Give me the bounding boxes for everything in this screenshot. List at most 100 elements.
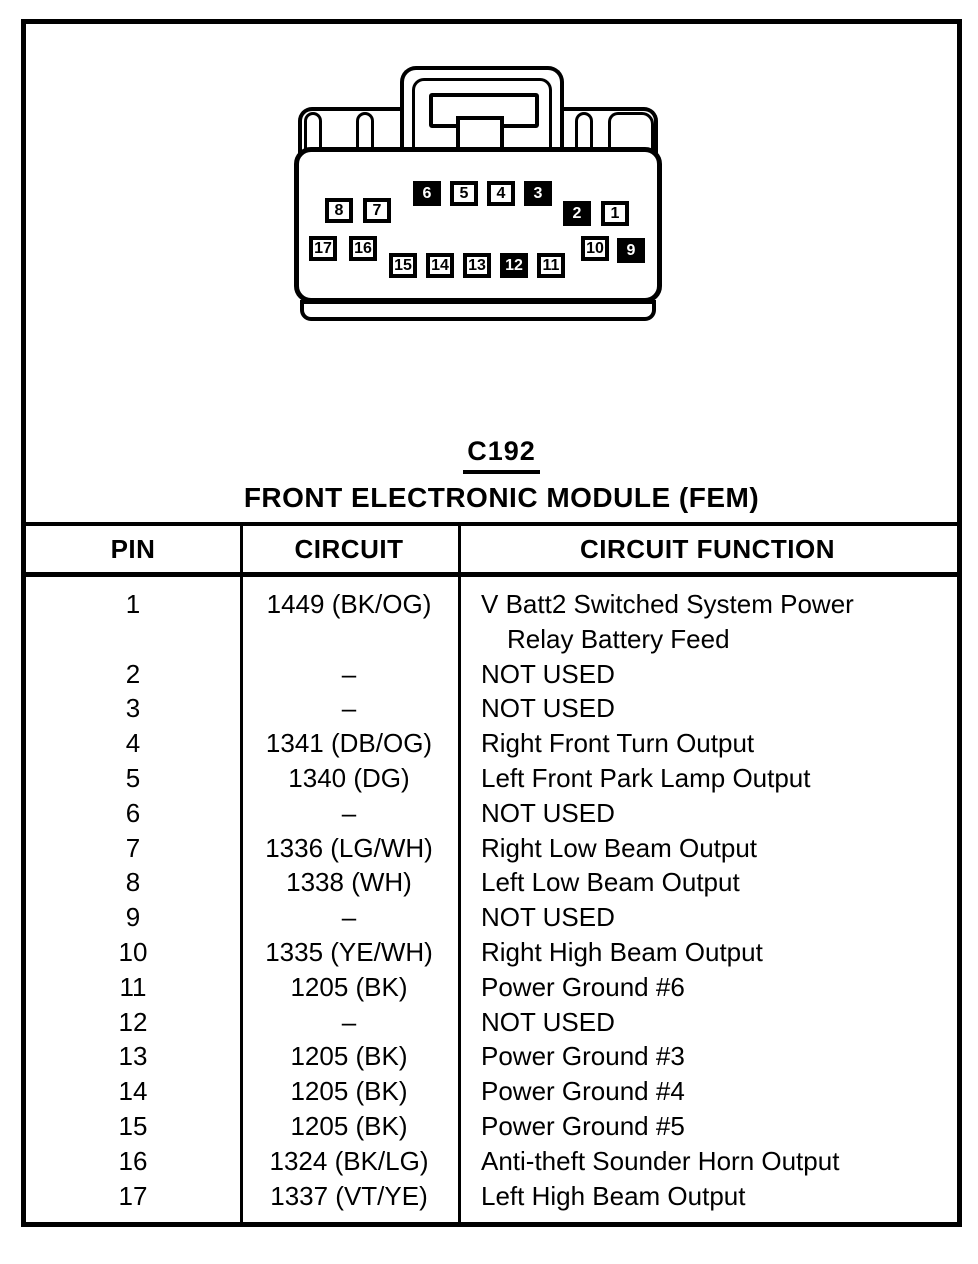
connector-pin-2: 2 [563, 201, 591, 226]
cell-pin: 15 [118, 1110, 148, 1141]
cell-pin: 3 [125, 693, 141, 724]
cell-circuit: 1205 (BK) [290, 1041, 408, 1072]
cell-function: Anti-theft Sounder Horn Output [481, 1145, 840, 1176]
header-cell-circuit: CIRCUIT [294, 534, 404, 564]
connector-rib-icon [608, 112, 654, 152]
cell-function: NOT USED [481, 797, 615, 828]
cell-function: NOT USED [481, 658, 615, 689]
table-row: 11 1205 (BK) Power Ground #6 [26, 970, 957, 1005]
connector-latch-slot [429, 93, 539, 128]
connector-pin-15: 15 [389, 253, 417, 278]
cell-function: Left Low Beam Output [481, 867, 740, 898]
connector-bottom-lip [300, 300, 656, 321]
table-body: 1 1449 (BK/OG) V Batt2 Switched System P… [26, 577, 957, 1213]
connector-pin-16: 16 [349, 236, 377, 261]
cell-function-line1: V Batt2 Switched System Power [481, 589, 854, 619]
table-row: 17 1337 (VT/YE) Left High Beam Output [26, 1179, 957, 1214]
connector-pin-13: 13 [463, 253, 491, 278]
cell-function-line2: Relay Battery Feed [507, 623, 730, 654]
cell-pin: 2 [125, 658, 141, 689]
table-row: 5 1340 (DG) Left Front Park Lamp Output [26, 761, 957, 796]
cell-function: Right Low Beam Output [481, 832, 758, 863]
cell-circuit: 1205 (BK) [290, 1110, 408, 1141]
cell-circuit: 1324 (BK/LG) [269, 1145, 429, 1176]
cell-circuit: 1336 (LG/WH) [265, 832, 433, 863]
table-row: 9 – NOT USED [26, 900, 957, 935]
cell-pin: 4 [125, 728, 141, 759]
cell-function: V Batt2 Switched System Power Relay Batt… [458, 587, 957, 657]
table-row: 13 1205 (BK) Power Ground #3 [26, 1039, 957, 1074]
cell-function: Right High Beam Output [481, 936, 763, 967]
cell-circuit: – [341, 693, 357, 724]
cell-pin: 1 [125, 589, 141, 619]
cell-function: Power Ground #3 [481, 1041, 685, 1072]
cell-function: Power Ground #4 [481, 1076, 685, 1107]
table-row: 1 1449 (BK/OG) V Batt2 Switched System P… [26, 587, 957, 657]
connector-pin-7: 7 [363, 198, 391, 223]
connector-rib-icon [356, 112, 374, 152]
table-header-row: PIN CIRCUIT CIRCUIT FUNCTION [26, 526, 957, 577]
header-cell-pin: PIN [110, 534, 156, 564]
connector-pin-17: 17 [309, 236, 337, 261]
table-row: 14 1205 (BK) Power Ground #4 [26, 1074, 957, 1109]
cell-pin: 11 [119, 971, 147, 1002]
connector-pin-8: 8 [325, 198, 353, 223]
table-row: 15 1205 (BK) Power Ground #5 [26, 1109, 957, 1144]
cell-circuit: 1338 (WH) [286, 867, 412, 898]
cell-pin: 12 [118, 1006, 148, 1037]
table-row: 8 1338 (WH) Left Low Beam Output [26, 865, 957, 900]
cell-pin: 16 [118, 1145, 148, 1176]
table-row: 10 1335 (YE/WH) Right High Beam Output [26, 935, 957, 970]
cell-function: Power Ground #5 [481, 1110, 685, 1141]
column-divider [240, 526, 243, 1222]
cell-pin: 9 [125, 902, 141, 933]
cell-pin: 14 [118, 1076, 148, 1107]
table-row: 7 1336 (LG/WH) Right Low Beam Output [26, 831, 957, 866]
cell-pin: 6 [125, 797, 141, 828]
table-row: 6 – NOT USED [26, 796, 957, 831]
connector-pin-12: 12 [500, 253, 528, 278]
cell-function: NOT USED [481, 902, 615, 933]
cell-function: Left High Beam Output [481, 1180, 746, 1211]
connector-pin-6: 6 [413, 181, 441, 206]
connector-name-title: FRONT ELECTRONIC MODULE (FEM) [243, 482, 760, 513]
connector-pin-10: 10 [581, 236, 609, 261]
cell-circuit: 1341 (DB/OG) [265, 728, 433, 759]
table-row: 2 – NOT USED [26, 657, 957, 692]
connector-pin-14: 14 [426, 253, 454, 278]
header-cell-circuit-function: CIRCUIT FUNCTION [580, 534, 835, 564]
connector-pin-9: 9 [617, 238, 645, 263]
cell-pin: 13 [118, 1041, 148, 1072]
title-block: C192 FRONT ELECTRONIC MODULE (FEM) [36, 436, 967, 514]
table-row: 16 1324 (BK/LG) Anti-theft Sounder Horn … [26, 1144, 957, 1179]
cell-function: Power Ground #6 [481, 971, 685, 1002]
cell-pin: 10 [118, 936, 148, 967]
cell-circuit: – [341, 1006, 357, 1037]
connector-pin-1: 1 [601, 201, 629, 226]
cell-function: NOT USED [481, 1006, 615, 1037]
cell-pin: 5 [125, 762, 141, 793]
cell-function: Right Front Turn Output [481, 728, 755, 759]
cell-circuit: 1340 (DG) [288, 762, 410, 793]
connector-pin-11: 11 [537, 253, 565, 278]
table-row: 3 – NOT USED [26, 691, 957, 726]
connector-pin-3: 3 [524, 181, 552, 206]
cell-circuit: – [341, 797, 357, 828]
cell-function: Left Front Park Lamp Output [481, 762, 811, 793]
table-row: 12 – NOT USED [26, 1005, 957, 1040]
table-row: 4 1341 (DB/OG) Right Front Turn Output [26, 726, 957, 761]
cell-pin: 7 [125, 832, 141, 863]
cell-circuit: 1337 (VT/YE) [270, 1180, 428, 1211]
cell-circuit: 1335 (YE/WH) [265, 936, 433, 967]
connector-pin-5: 5 [450, 181, 478, 206]
cell-circuit: – [341, 658, 357, 689]
connector-body [294, 147, 662, 303]
cell-circuit: 1205 (BK) [290, 971, 408, 1002]
connector-id-title: C192 [463, 436, 540, 474]
cell-pin: 8 [125, 867, 141, 898]
connector-rib-icon [304, 112, 322, 152]
column-divider [458, 526, 461, 1222]
cell-function: NOT USED [481, 693, 615, 724]
figure-frame: 1 2 3 4 5 6 7 8 9 10 11 12 13 14 15 16 1… [21, 19, 962, 1227]
